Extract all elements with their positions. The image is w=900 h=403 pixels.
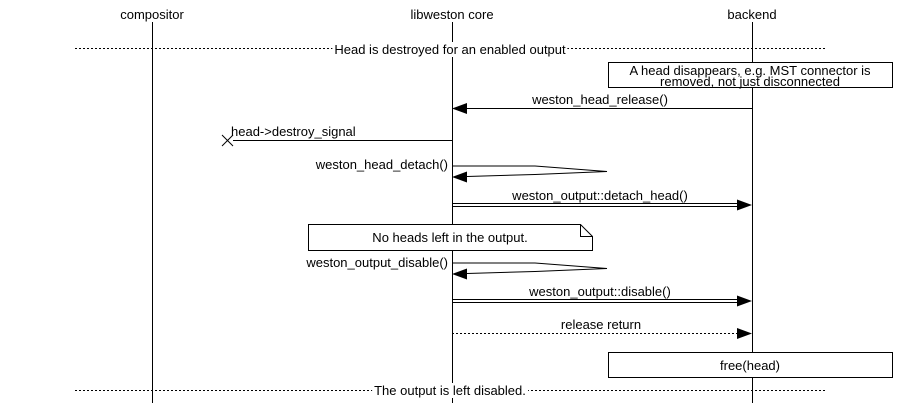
note-box-head-disappears [608, 62, 893, 88]
message-weston-output-disable-self [452, 262, 608, 280]
note-head-disappears-line1: A head disappears, e.g. MST connector is [629, 63, 871, 78]
arrowhead-left-icon [452, 103, 467, 114]
label-weston-output-disable-call: weston_output::disable() [529, 284, 671, 299]
label-release-return: release return [560, 317, 642, 332]
message-weston-head-detach-self [452, 165, 608, 183]
arrowhead-right-icon [737, 199, 752, 211]
arrowhead-left-icon [452, 171, 467, 183]
lifeline-label-backend: backend [727, 7, 777, 22]
note-no-heads-left [308, 224, 593, 251]
divider-bottom-label: The output is left disabled. [372, 383, 528, 398]
label-weston-head-detach: weston_head_detach() [315, 157, 448, 172]
lifeline-label-libweston-core: libweston core [410, 7, 494, 22]
message-weston-output-detach-head [452, 199, 752, 211]
note-fold-corner-icon [580, 224, 593, 237]
label-weston-head-release: weston_head_release() [532, 92, 668, 107]
label-weston-output-disable: weston_output_disable() [306, 255, 448, 270]
lifeline-label-compositor: compositor [120, 7, 184, 22]
divider-top-label: Head is destroyed for an enabled output [332, 42, 568, 57]
box-free-head-text: free(head) [720, 358, 780, 373]
label-head-destroy-signal: head->destroy_signal [231, 124, 356, 139]
message-weston-output-disable-call [452, 295, 752, 307]
arrowhead-left-icon [452, 268, 467, 280]
arrowhead-right-icon [737, 328, 752, 339]
arrowhead-right-icon [737, 295, 752, 307]
note-no-heads-left-text: No heads left in the output. [372, 230, 528, 245]
message-head-destroy-signal [221, 134, 452, 147]
message-release-return [452, 328, 752, 339]
note-head-disappears-line2: removed, not just disconnected [660, 74, 840, 89]
message-weston-head-release [452, 103, 752, 114]
label-weston-output-detach-head: weston_output::detach_head() [512, 188, 688, 203]
box-free-head [608, 352, 893, 378]
lost-message-x-icon [221, 134, 234, 147]
